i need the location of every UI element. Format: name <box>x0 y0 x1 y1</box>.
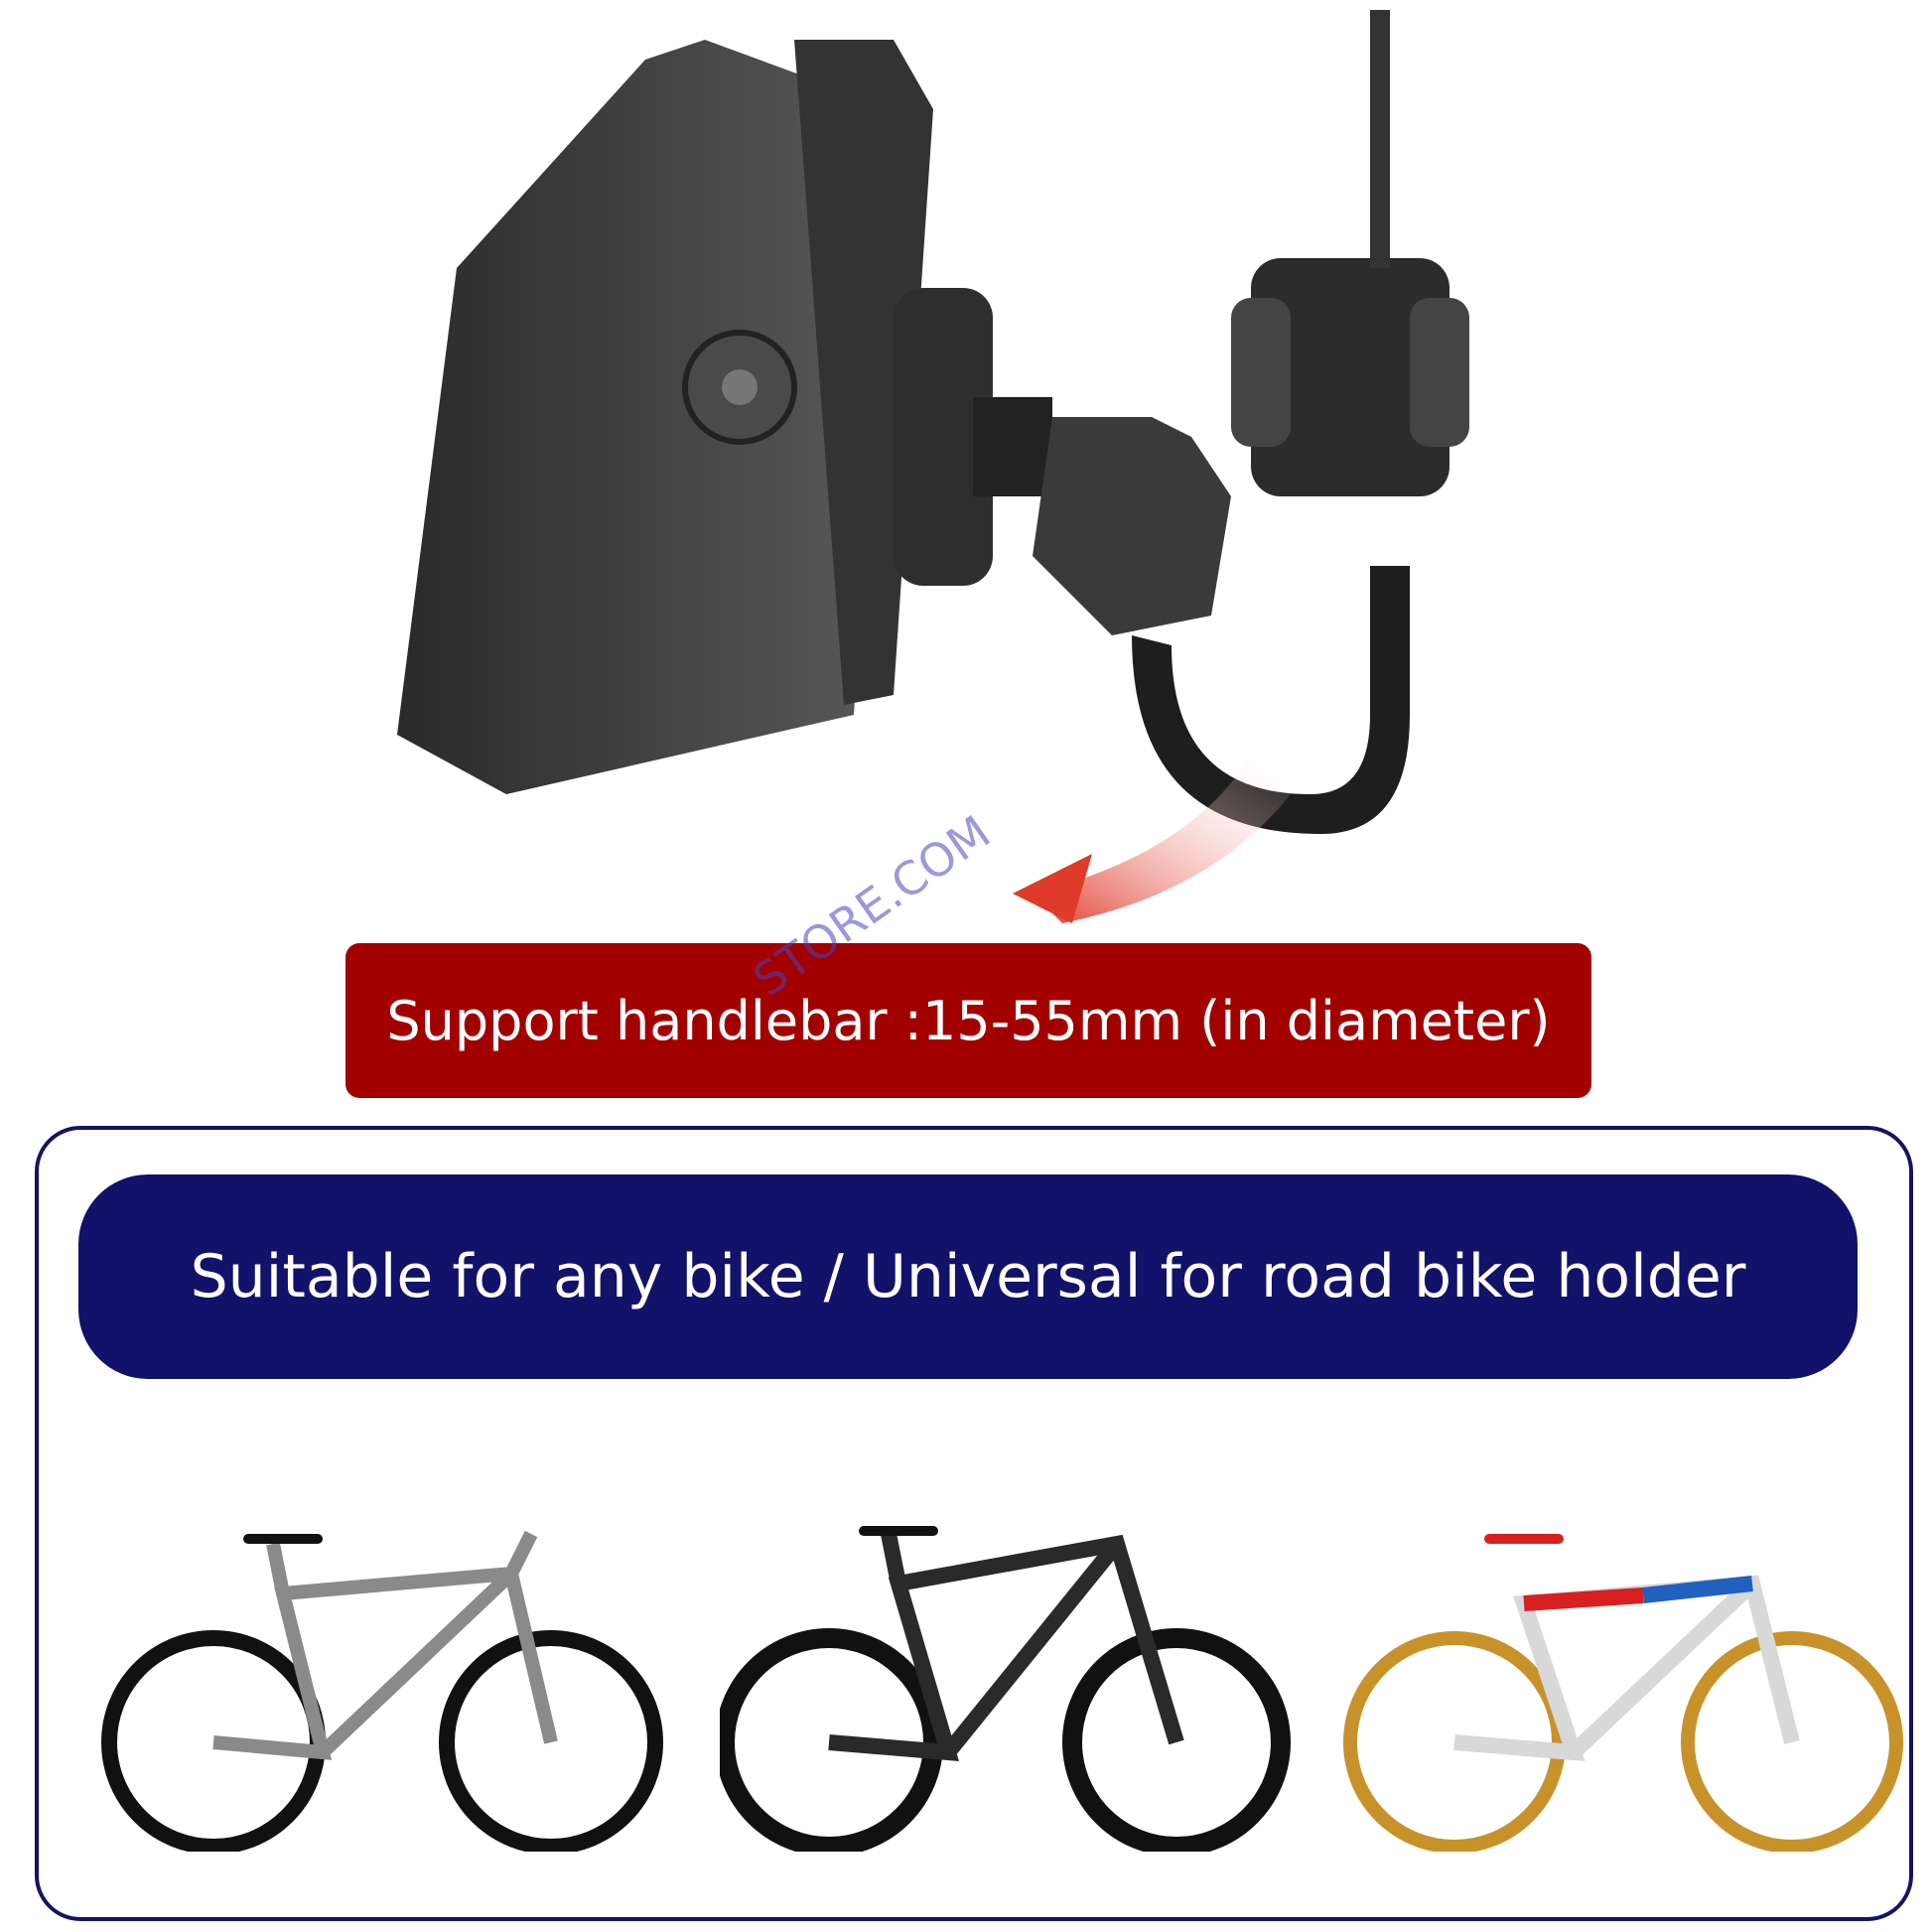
compatibility-title-banner: Suitable for any bike / Universal for ro… <box>78 1174 1858 1379</box>
handlebar-size-banner: Support handlebar :15-55mm (in diameter) <box>345 943 1591 1098</box>
road-bike-image <box>1343 1534 1903 1852</box>
phone-mount-image <box>397 10 1469 923</box>
compatibility-panel <box>35 1126 1913 1921</box>
mountain-bike-image <box>720 1526 1291 1852</box>
gravel-bike-image <box>101 1530 663 1852</box>
handlebar-size-text: Support handlebar :15-55mm (in diameter) <box>386 989 1551 1052</box>
compatibility-title: Suitable for any bike / Universal for ro… <box>190 1242 1746 1311</box>
